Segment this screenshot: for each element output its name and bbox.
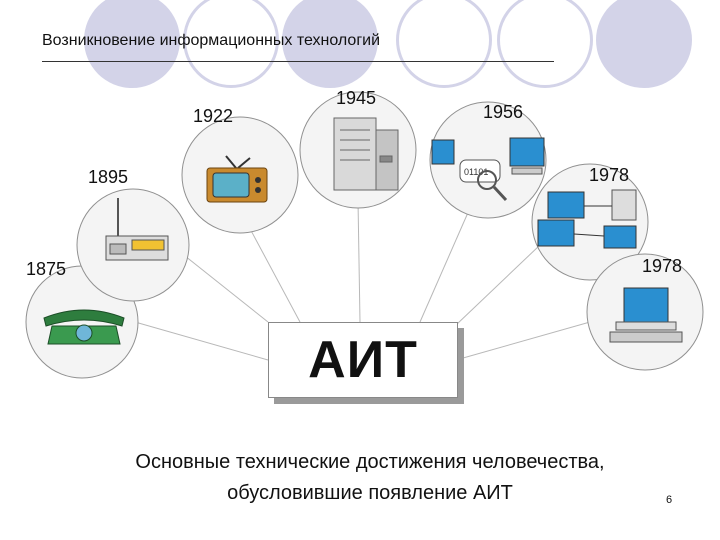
connector-radio bbox=[174, 247, 269, 323]
caption-line-2: обусловившие появление АИТ bbox=[227, 482, 513, 504]
telephone-icon bbox=[43, 309, 125, 345]
center-ait-box: АИТ bbox=[268, 322, 458, 398]
caption: Основные технические достижения человече… bbox=[0, 447, 720, 509]
page-number: 6 bbox=[666, 494, 673, 506]
connector-telephone bbox=[127, 319, 269, 361]
year-label-1978-pc: 1978 bbox=[642, 256, 682, 276]
connector-mainframe bbox=[357, 199, 361, 323]
network-computers-icon bbox=[537, 189, 637, 249]
decor-circle-6 bbox=[596, 0, 692, 88]
connector-network bbox=[455, 244, 541, 326]
decor-circle-4 bbox=[396, 0, 492, 88]
connector-database bbox=[419, 207, 471, 323]
database-computer-icon: 01101 bbox=[431, 137, 545, 202]
decor-circle-1 bbox=[84, 0, 180, 88]
personal-computer-icon bbox=[609, 287, 683, 343]
radio-icon bbox=[105, 198, 169, 261]
caption-line-1: Основные технические достижения человече… bbox=[135, 451, 605, 473]
title-underline bbox=[42, 61, 554, 62]
year-label-1895: 1895 bbox=[88, 167, 128, 187]
connector-pc bbox=[455, 321, 591, 361]
slide-title: Возникновение информационных технологий bbox=[42, 32, 381, 49]
television-icon bbox=[206, 155, 268, 203]
decor-circle-2 bbox=[183, 0, 279, 88]
database-badge-text: 01101 bbox=[464, 167, 488, 177]
year-label-1922: 1922 bbox=[193, 106, 233, 126]
year-label-1875: 1875 bbox=[26, 259, 66, 279]
year-label-1978-network: 1978 bbox=[589, 165, 629, 185]
year-label-1956: 1956 bbox=[483, 102, 523, 122]
mainframe-icon bbox=[333, 117, 399, 191]
decor-circle-3 bbox=[282, 0, 378, 88]
decor-circle-5 bbox=[497, 0, 593, 88]
year-label-1945: 1945 bbox=[336, 88, 376, 108]
